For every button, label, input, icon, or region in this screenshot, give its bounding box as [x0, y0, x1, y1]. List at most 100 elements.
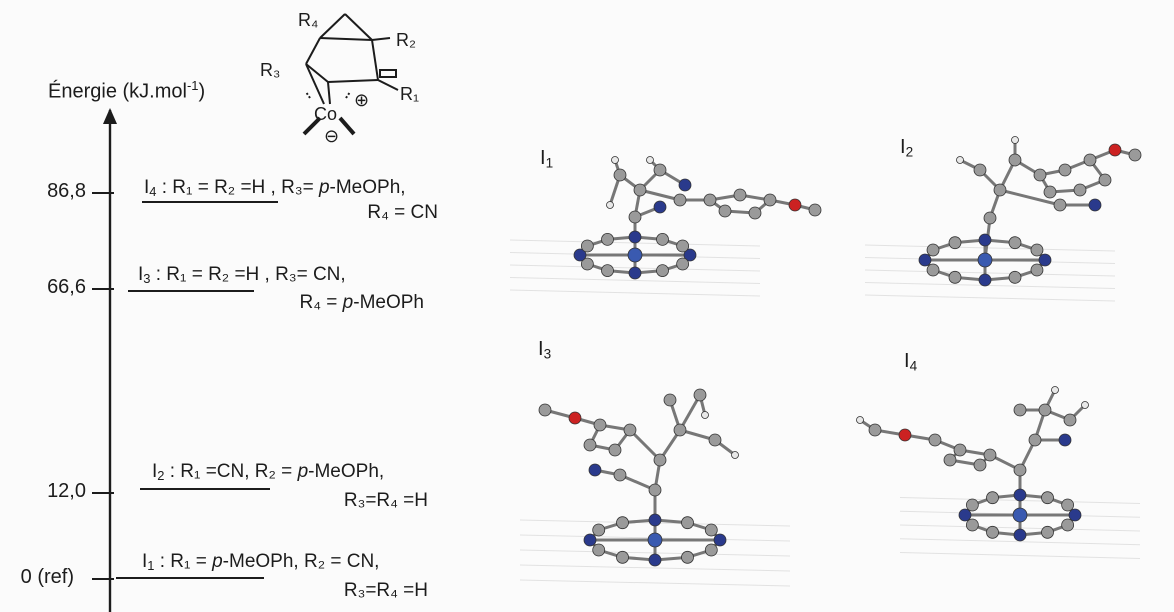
bond-co-ligand-left	[302, 116, 322, 136]
bond-top-r2	[371, 37, 391, 41]
tick-mark-86-8	[92, 192, 114, 194]
atom-c	[973, 163, 987, 177]
atom-n	[573, 248, 587, 262]
molecule-model-i3	[519, 388, 791, 587]
graphene-line	[519, 579, 791, 587]
atom-c	[708, 433, 722, 447]
label-minus-charge: ⊖	[324, 126, 339, 146]
atom-n	[648, 553, 662, 567]
atom-c	[965, 498, 979, 512]
atom-c	[593, 418, 607, 432]
atom-c	[681, 550, 694, 564]
atom-c	[583, 438, 597, 452]
atom-c	[748, 206, 762, 220]
atom-c	[1061, 498, 1075, 512]
atom-c	[613, 168, 627, 182]
atom-c	[676, 239, 690, 253]
atom-c	[592, 543, 606, 557]
atom-c	[1008, 270, 1022, 284]
atom-c	[613, 468, 627, 482]
bond-bridge-left	[319, 13, 346, 39]
graphene-line	[864, 269, 1116, 277]
atom-c	[1083, 153, 1097, 167]
level-i4-prefix: I	[144, 177, 150, 198]
bond-co-ligand-top-left	[305, 91, 311, 99]
bond-stick	[628, 428, 662, 462]
atom-c	[1041, 525, 1054, 539]
bond-bottom	[327, 79, 379, 83]
level-i2-sub: 2	[157, 468, 165, 484]
label-r3: R₃	[260, 60, 280, 80]
atom-c	[983, 448, 997, 462]
atom-c	[733, 188, 747, 202]
level-i2-line2-pre: R₃=R₄ =H	[343, 490, 428, 511]
panel-label-i1-sub: 1	[545, 155, 554, 171]
bond-stick	[678, 394, 702, 431]
bond-c-co-2	[327, 81, 331, 105]
atom-c	[953, 443, 967, 457]
atom-c	[1061, 518, 1075, 532]
level-i4-line2-pre: R₄ = CN	[367, 202, 438, 223]
atom-h	[1051, 386, 1059, 394]
atom-h	[956, 156, 964, 164]
bond-co-ligand-right	[338, 116, 356, 136]
atom-o	[1108, 143, 1122, 157]
panel-label-i4-sub: 4	[909, 358, 918, 374]
atom-c	[653, 453, 667, 467]
level-i4-sub: 4	[149, 184, 157, 200]
atom-c	[1013, 403, 1027, 417]
atom-co	[977, 252, 993, 268]
tick-label-66-6: 66,6	[47, 276, 86, 298]
atom-c	[928, 433, 942, 447]
bond-c-top	[319, 37, 373, 41]
level-i1-prefix: I	[142, 551, 148, 572]
atom-c	[926, 243, 940, 257]
atom-c	[943, 453, 957, 467]
level-i3-line2-italic: p	[342, 292, 354, 313]
panel-label-i2-sub: 2	[905, 144, 914, 160]
cobalt-complex-structure: R₄ R₂ R₃ R₁ Co ⊕ ⊖	[260, 10, 419, 146]
atom-c	[693, 388, 707, 402]
atom-n	[628, 266, 642, 280]
atom-n	[678, 178, 692, 192]
atom-h	[611, 156, 619, 164]
bond-bridge-right	[344, 13, 373, 41]
atom-c	[616, 516, 629, 530]
level-line-i2	[140, 488, 270, 490]
atom-c	[1030, 263, 1044, 277]
graphene-line	[864, 294, 1116, 302]
atom-c	[628, 210, 642, 224]
atom-c	[681, 516, 694, 530]
atom-n	[1013, 528, 1027, 542]
atom-c	[592, 523, 606, 537]
panel-label-i3-sub: 3	[543, 346, 552, 362]
atom-h	[1081, 401, 1089, 409]
atom-c	[948, 270, 962, 284]
atom-n	[958, 508, 972, 522]
atom-c	[965, 518, 979, 532]
label-r4: R₄	[298, 10, 318, 30]
panel-label-i3: I3	[538, 338, 551, 361]
atom-c	[1013, 463, 1027, 477]
level-i2-text: : R₁ =CN, R₂ =	[164, 461, 298, 482]
atom-c	[1058, 163, 1072, 177]
level-text-i3-line2: R₄ = p-MeOPh	[214, 290, 424, 316]
atom-c	[1063, 413, 1077, 427]
level-text-i1-line1: I1 : R₁ = p-MeOPh, R₂ = CN,	[142, 549, 379, 579]
level-i2-post: -MeOPh,	[308, 461, 385, 482]
level-i1-post: -MeOPh, R₂ = CN,	[222, 551, 380, 572]
graphene-line	[510, 277, 761, 284]
atom-n	[1038, 253, 1052, 267]
panel-label-i1-text: I	[540, 147, 546, 169]
atom-c	[673, 423, 687, 437]
atom-n	[1058, 433, 1072, 447]
atom-c	[580, 239, 594, 253]
label-plus-charge: ⊕	[354, 90, 369, 110]
atom-c	[1098, 173, 1112, 187]
atom-n	[918, 253, 932, 267]
atom-c	[763, 193, 777, 207]
atom-o	[788, 198, 802, 212]
atom-c	[616, 550, 629, 564]
atom-c	[704, 543, 718, 557]
atom-c	[926, 263, 940, 277]
